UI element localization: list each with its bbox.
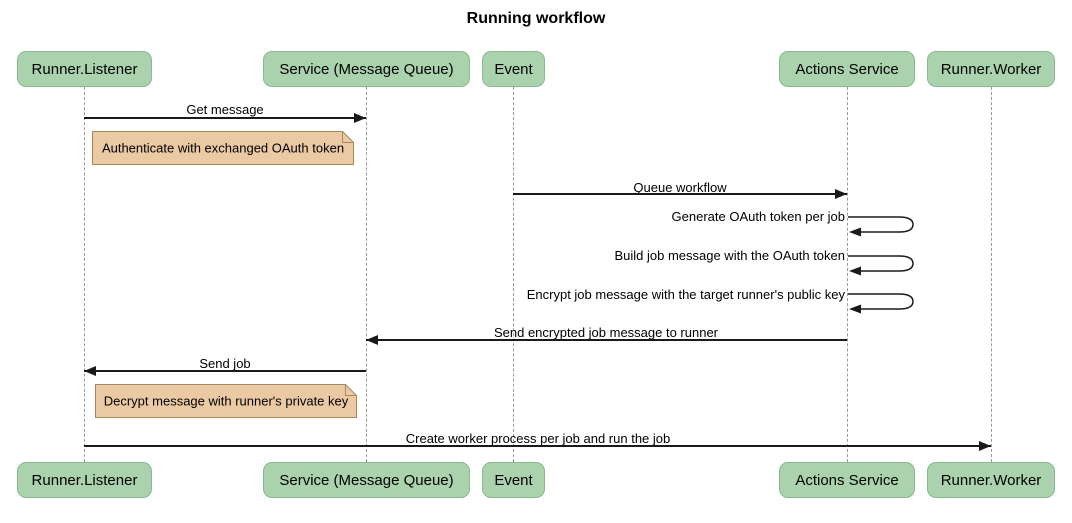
participant-event-bottom: Event (482, 462, 545, 498)
message-label-generate-oauth-token: Generate OAuth token per job (671, 209, 845, 224)
lifeline-service-message-queue (366, 87, 367, 462)
note-text: Decrypt message with runner's private ke… (103, 393, 349, 409)
participant-label: Service (Message Queue) (279, 471, 454, 489)
participant-runner-listener-bottom: Runner.Listener (17, 462, 152, 498)
participant-label: Actions Service (795, 471, 899, 489)
participant-label: Runner.Worker (940, 471, 1042, 489)
message-label-queue-workflow: Queue workflow (633, 180, 727, 195)
arrowhead-right-icon (979, 441, 991, 451)
participant-label: Event (494, 471, 533, 489)
message-label-encrypt-job-message: Encrypt job message with the target runn… (526, 287, 845, 302)
participant-runner-worker-top: Runner.Worker (927, 51, 1055, 87)
message-line-queue-workflow (513, 193, 847, 195)
participant-service-message-queue-bottom: Service (Message Queue) (263, 462, 470, 498)
arrowhead-left-icon (84, 366, 96, 376)
note-shape (92, 131, 354, 165)
message-label-build-job-message: Build job message with the OAuth token (614, 248, 845, 263)
participant-label: Service (Message Queue) (279, 60, 454, 78)
participant-label: Runner.Worker (940, 60, 1042, 78)
participant-label: Runner.Listener (31, 471, 138, 489)
participant-service-message-queue-top: Service (Message Queue) (263, 51, 470, 87)
participant-runner-worker-bottom: Runner.Worker (927, 462, 1055, 498)
message-label-send-job: Send job (199, 356, 251, 371)
note-text: Authenticate with exchanged OAuth token (101, 140, 345, 156)
note-decrypt: Decrypt message with runner's private ke… (95, 384, 357, 418)
participant-runner-listener-top: Runner.Listener (17, 51, 152, 87)
self-loop-arrow-icon (848, 293, 914, 314)
participant-label: Event (494, 60, 533, 78)
message-line-send-job (84, 370, 366, 372)
lifeline-actions-service (847, 87, 848, 462)
message-line-get-message (84, 117, 366, 119)
lifeline-runner-worker (991, 87, 992, 462)
participant-label: Actions Service (795, 60, 899, 78)
message-line-create-worker (84, 445, 991, 447)
message-label-create-worker: Create worker process per job and run th… (405, 431, 671, 446)
arrowhead-right-icon (354, 113, 366, 123)
participant-actions-service-top: Actions Service (779, 51, 915, 87)
arrowhead-right-icon (835, 189, 847, 199)
participant-label: Runner.Listener (31, 60, 138, 78)
self-loop-arrow-icon (848, 255, 914, 276)
participant-event-top: Event (482, 51, 545, 87)
lifeline-event (513, 87, 514, 462)
lifeline-runner-listener (84, 87, 85, 462)
message-label-get-message: Get message (186, 102, 264, 117)
arrowhead-left-icon (366, 335, 378, 345)
note-shape (95, 384, 357, 418)
diagram-title: Running workflow (466, 10, 606, 27)
self-loop-arrow-icon (848, 216, 914, 237)
message-line-send-encrypted (366, 339, 847, 341)
message-label-send-encrypted: Send encrypted job message to runner (493, 325, 719, 340)
note-authenticate: Authenticate with exchanged OAuth token (92, 131, 354, 165)
participant-actions-service-bottom: Actions Service (779, 462, 915, 498)
